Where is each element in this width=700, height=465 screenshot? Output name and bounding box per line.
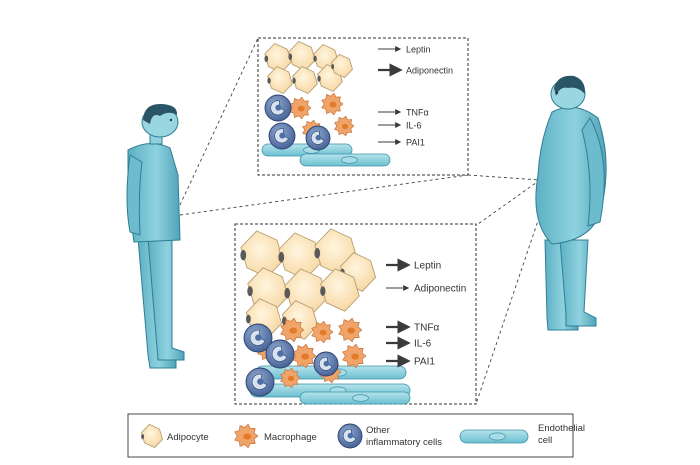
- macrophage-icon: [342, 343, 367, 369]
- endothelial-cell-icon: [299, 153, 391, 167]
- obese-signal-label-1: Adiponectin: [414, 284, 466, 295]
- macrophage-icon: [280, 317, 305, 343]
- inflammatory-cell-icon: [245, 367, 275, 397]
- obese-signal-label-0: Leptin: [414, 261, 441, 272]
- endothelial-cell-icon: [299, 391, 411, 405]
- macrophage-icon: [292, 343, 317, 369]
- adipocyte-icon: [278, 232, 322, 280]
- inflammatory-cell-icon: [268, 122, 296, 150]
- inflammatory-cell-icon: [265, 339, 295, 369]
- macrophage-icon: [338, 317, 363, 343]
- legend: Adipocyte Macrophage Other inflammatory …: [127, 413, 585, 458]
- lean-person: [126, 103, 185, 369]
- obese-signal-label-4: PAI1: [414, 357, 435, 368]
- adipocyte-icon: [140, 423, 163, 449]
- adipocyte-icon: [240, 230, 284, 278]
- obese-signal-label-2: TNFα: [414, 323, 439, 334]
- legend-label-inflammatory-2: inflammatory cells: [366, 437, 442, 448]
- macrophage-icon: [280, 367, 301, 389]
- macrophage-icon: [289, 96, 312, 120]
- legend-label-endothelial-2: cell: [538, 435, 552, 446]
- obese-signal-label-3: IL-6: [414, 339, 432, 350]
- lean-signal-label-3: IL-6: [406, 121, 422, 131]
- inflammatory-cell-icon: [313, 351, 339, 377]
- lean-signal-label-4: PAI1: [406, 138, 425, 148]
- lean-cell-cluster: [261, 41, 391, 167]
- macrophage-icon: [321, 92, 344, 116]
- lean-signal-label-1: Adiponectin: [406, 66, 453, 76]
- lean-signal-label-2: TNFα: [406, 108, 429, 118]
- macrophage-icon: [311, 320, 334, 344]
- adipocyte-icon: [292, 66, 318, 94]
- legend-label-macrophage: Macrophage: [264, 432, 317, 443]
- legend-label-inflammatory-1: Other: [366, 425, 390, 436]
- adipocyte-icon: [330, 53, 353, 79]
- obese-cell-cluster: [240, 228, 411, 405]
- lean-signal-label-0: Leptin: [406, 45, 431, 55]
- macrophage-icon: [334, 115, 355, 137]
- adipocyte-icon: [320, 268, 360, 312]
- endothelial-cell-icon: [459, 429, 529, 444]
- adipocyte-icon: [267, 66, 293, 94]
- legend-label-adipocyte: Adipocyte: [167, 432, 209, 443]
- macrophage-icon: [234, 423, 259, 449]
- obese-person: [535, 75, 607, 331]
- adipocyte-icon: [288, 41, 316, 71]
- connector-lines: [179, 37, 546, 405]
- inflammatory-cell-icon: [305, 125, 331, 151]
- inflammatory-cell-icon: [264, 94, 292, 122]
- legend-label-endothelial-1: Endothelial: [538, 423, 585, 434]
- inflammatory-cell-icon: [337, 423, 363, 449]
- inflammatory-cell-icon: [243, 323, 273, 353]
